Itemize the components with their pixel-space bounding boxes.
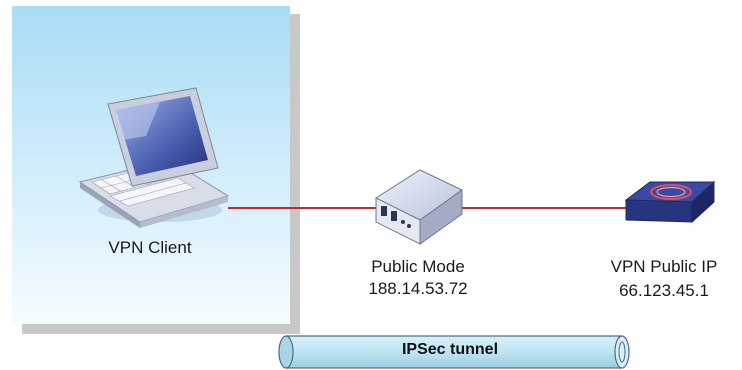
- vpn-device-icon: [624, 180, 716, 224]
- vpn-ip-label: 66.123.45.1: [619, 281, 709, 300]
- ipsec-tunnel-label: IPSec tunnel: [401, 341, 499, 358]
- modem-name-label: Public Mode: [371, 257, 465, 276]
- modem-ip-label: 188.14.53.72: [368, 279, 468, 298]
- ipsec-tunnel: [278, 335, 630, 369]
- vpn-client-label: VPN Client: [108, 238, 192, 257]
- vpn-name-label: VPN Public IP: [610, 257, 718, 276]
- modem-icon: [374, 169, 463, 245]
- laptop-icon: [78, 87, 230, 228]
